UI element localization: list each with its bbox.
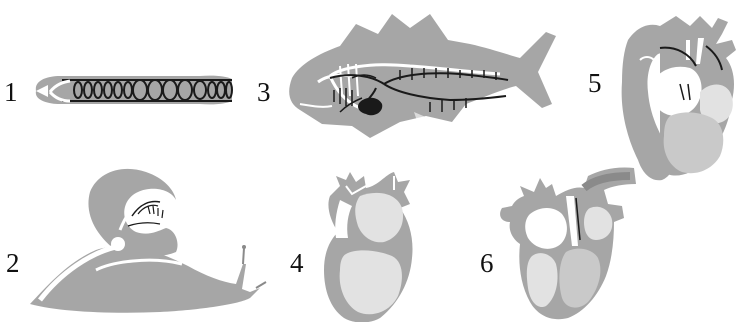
heart-4-illustration <box>324 172 413 322</box>
fish-illustration <box>289 14 556 138</box>
worm-illustration <box>36 76 232 105</box>
label-6: 6 <box>480 248 494 278</box>
label-5: 5 <box>588 68 602 98</box>
label-1: 1 <box>4 77 18 107</box>
label-4: 4 <box>290 248 304 278</box>
label-3: 3 <box>257 77 271 107</box>
snail-illustration <box>30 169 266 313</box>
heart-6-illustration <box>500 167 636 319</box>
label-2: 2 <box>6 248 20 278</box>
heart-5-illustration <box>622 16 736 180</box>
